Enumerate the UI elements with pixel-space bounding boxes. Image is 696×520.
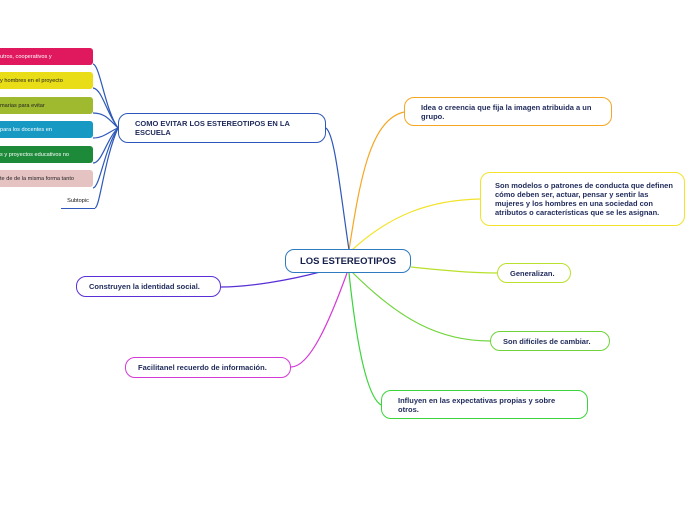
node-dificiles-cambiar[interactable]: Son difíciles de cambiar. (490, 331, 610, 351)
connector-sub1 (92, 63, 119, 129)
node-generalizan[interactable]: Generalizan. (497, 263, 571, 283)
node-identidad-social[interactable]: Construyen la identidad social. (76, 276, 221, 297)
connector-sub3 (92, 112, 119, 129)
node-influyen-expectativas[interactable]: Influyen en las expectativas propias y s… (381, 390, 588, 419)
connector-n7 (290, 272, 348, 368)
connector-n3 (410, 266, 498, 274)
connector-sub4 (92, 127, 119, 139)
subtopic-1[interactable]: utros, cooperativos y (0, 48, 93, 65)
subtopic-4[interactable]: para los docentes en (0, 121, 93, 138)
node-idea-creencia[interactable]: Idea o creencia que fija la imagen atrib… (404, 97, 612, 126)
connector-sub6 (92, 127, 119, 189)
connector-n5 (348, 272, 382, 406)
node-recuerdo-informacion[interactable]: Facilitanel recuerdo de información. (125, 357, 291, 378)
connector-n2 (351, 198, 481, 251)
subtopic-2[interactable]: y hombres en el proyecto (0, 72, 93, 89)
connector-n4 (351, 271, 491, 342)
connector-sub2 (92, 87, 119, 129)
node-como-evitar[interactable]: COMO EVITAR LOS ESTEREOTIPOS EN LA ESCUE… (118, 113, 326, 143)
subtopic-5[interactable]: s y proyectos educativos no (0, 146, 93, 163)
connector-sub5 (92, 127, 119, 164)
node-modelos-patrones[interactable]: Son modelos o patrones de conducta que d… (480, 172, 685, 226)
subtopic-3[interactable]: marias para evitar (0, 97, 93, 114)
subtopic-6[interactable]: te de de la misma forma tanto (0, 170, 93, 187)
central-topic[interactable]: LOS ESTEREOTIPOS (285, 249, 411, 273)
connector-n1 (348, 111, 405, 251)
connector-n6 (220, 271, 321, 288)
subtopic-placeholder[interactable]: Subtopic (61, 195, 95, 209)
connector-sub7 (94, 127, 119, 209)
connector-n8 (325, 127, 350, 251)
